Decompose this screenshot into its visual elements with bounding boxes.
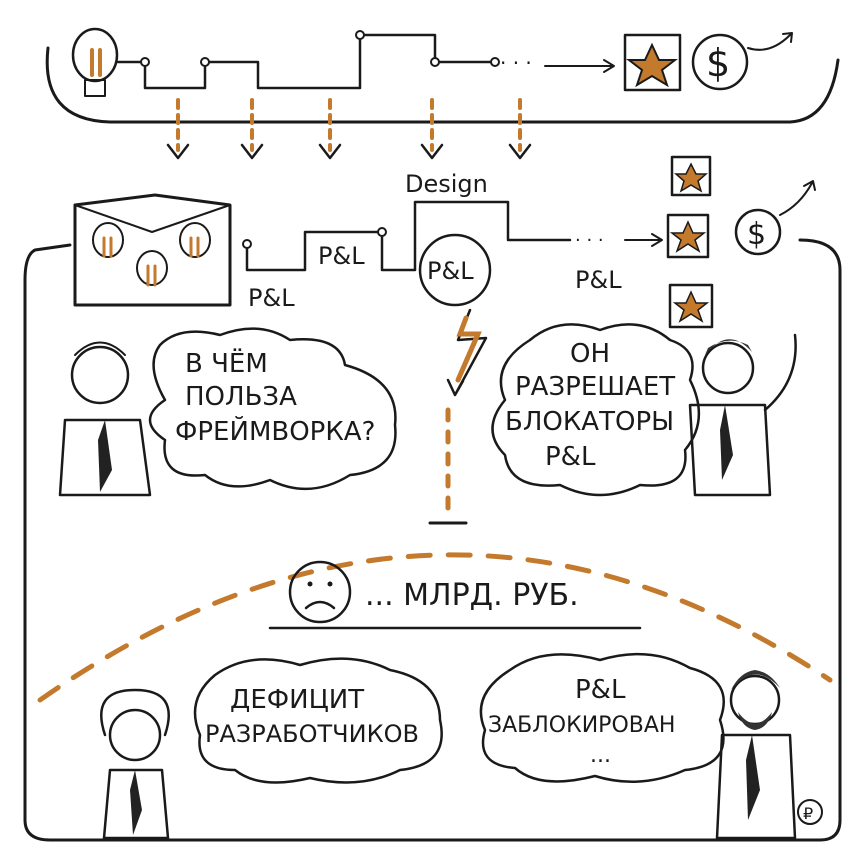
ruble-icon: ₽ bbox=[797, 799, 823, 825]
top-roadmap: · · · $ bbox=[45, 27, 840, 124]
lightbulb-icon bbox=[71, 27, 119, 97]
design-label: Design bbox=[405, 170, 488, 198]
speech-bubble-right bbox=[491, 323, 701, 497]
star-box-icon bbox=[623, 33, 682, 92]
star-box-icon bbox=[666, 213, 710, 259]
dollar-coin-icon: $ bbox=[734, 180, 816, 256]
dashed-arrows bbox=[166, 98, 532, 160]
pl-label-right: P&L bbox=[575, 266, 622, 294]
svg-text:$: $ bbox=[706, 41, 730, 85]
person-answering bbox=[688, 333, 797, 497]
bubble-right-line-2: РАЗРЕШАЕТ bbox=[515, 372, 675, 402]
svg-text:₽: ₽ bbox=[803, 804, 813, 823]
bubble-bottom-left-line-1: ДЕФИЦИТ bbox=[230, 685, 364, 715]
speech-bubble-bottom-right bbox=[479, 652, 725, 784]
star-box-icon bbox=[668, 283, 714, 329]
bubble-bottom-right-line-3: ... bbox=[590, 743, 611, 768]
sad-face-icon bbox=[288, 560, 352, 624]
dashed-arc bbox=[37, 552, 833, 703]
star-box-stack: $ bbox=[666, 155, 816, 329]
person-bearded bbox=[715, 670, 797, 840]
pl-blocker-circle: P&L bbox=[418, 233, 492, 525]
pl-label-mid: P&L bbox=[318, 242, 365, 270]
svg-text:$: $ bbox=[747, 217, 766, 252]
main-frame bbox=[23, 238, 842, 842]
dollar-coin-icon: $ bbox=[691, 32, 793, 91]
speech-bubble-left bbox=[148, 327, 397, 491]
speech-bubble-bottom-left bbox=[193, 657, 443, 784]
bubble-right-line-3: БЛОКАТОРЫ bbox=[505, 407, 674, 437]
person-worried bbox=[100, 688, 170, 840]
envelope-with-ideas bbox=[73, 193, 232, 307]
dots-top: · · · bbox=[500, 51, 532, 75]
bubble-bottom-right-line-1: P&L bbox=[575, 675, 626, 705]
lightning-icon bbox=[446, 308, 488, 397]
lightbulb-icon bbox=[92, 222, 124, 258]
person-asking bbox=[58, 341, 152, 497]
bubble-left-line-3: ФРЕЙМВОРКА? bbox=[175, 415, 375, 447]
lightbulb-icon bbox=[136, 250, 168, 287]
bubble-left-line-1: В ЧЁМ bbox=[185, 347, 268, 379]
star-box-icon bbox=[670, 155, 712, 197]
process-step-line bbox=[245, 200, 572, 272]
pl-circle-label: P&L bbox=[427, 257, 474, 285]
bubble-left-line-2: ПОЛЬЗА bbox=[185, 382, 297, 412]
bubble-right-line-4: P&L bbox=[545, 442, 596, 472]
lightbulb-icon bbox=[179, 222, 211, 258]
pl-label-left: P&L bbox=[248, 284, 295, 312]
bubble-bottom-right-line-2: ЗАБЛОКИРОВАН bbox=[488, 713, 675, 738]
loss-label: ... МЛРД. РУБ. bbox=[365, 578, 579, 613]
bubble-right-line-1: ОН bbox=[570, 339, 610, 369]
dots-mid: · · · bbox=[575, 230, 604, 251]
bubble-bottom-left-line-2: РАЗРАБОТЧИКОВ bbox=[205, 720, 419, 748]
